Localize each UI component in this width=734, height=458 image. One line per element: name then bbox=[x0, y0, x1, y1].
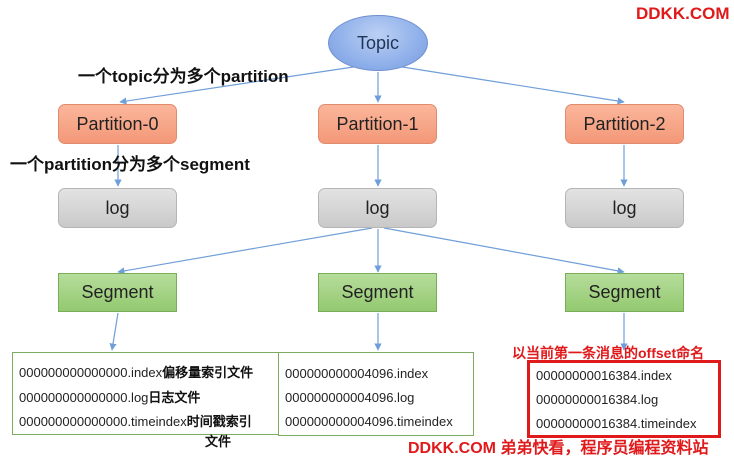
topic-label: Topic bbox=[356, 32, 400, 53]
log-1-label: log bbox=[365, 197, 390, 218]
file-row-timeindex: 00000000016384.timeindex bbox=[536, 416, 696, 431]
topic-node: Topic bbox=[328, 15, 428, 71]
edge-topic-partition-2 bbox=[395, 65, 625, 105]
log-0-label: log bbox=[105, 197, 130, 218]
log-2-label: log bbox=[612, 197, 637, 218]
partition-2-node: Partition-2 bbox=[565, 104, 684, 144]
segment-2-label: Segment bbox=[588, 282, 661, 302]
edge-log-segment-0 bbox=[117, 227, 373, 275]
offset-naming-note: 以当前第一条消息的offset命名 bbox=[512, 345, 705, 361]
file-row-log: 000000000004096.log bbox=[285, 390, 414, 405]
file-row-index: 000000000000000.index偏移量索引文件 bbox=[19, 362, 253, 381]
segment-2-node: Segment bbox=[565, 273, 684, 312]
partition-2-label: Partition-2 bbox=[583, 113, 666, 134]
log-1-node: log bbox=[318, 188, 437, 228]
file-row-index: 00000000016384.index bbox=[536, 368, 672, 383]
file-name: 00000000016384.timeindex bbox=[536, 416, 697, 431]
file-name: 000000000004096.log bbox=[285, 390, 415, 405]
file-row-index: 000000000004096.index bbox=[285, 366, 428, 381]
edge-topic-partition-0 bbox=[119, 65, 361, 105]
file-name: 000000000000000.timeindex bbox=[19, 414, 187, 429]
note-partition-segments: 一个partition分为多个segment bbox=[10, 155, 250, 174]
segment-1-label: Segment bbox=[341, 282, 414, 302]
file-row-timeindex: 000000000004096.timeindex bbox=[285, 414, 453, 429]
segment-1-files: 000000000004096.index 000000000004096.lo… bbox=[278, 352, 474, 436]
file-description: 时间戳索引 bbox=[186, 414, 252, 429]
log-0-node: log bbox=[58, 188, 177, 228]
file-name: 00000000016384.index bbox=[536, 368, 672, 383]
note-topic-partitions: 一个topic分为多个partition bbox=[78, 67, 289, 86]
edge-log-segment-2 bbox=[383, 227, 625, 275]
watermark-bottom: DDKK.COM 弟弟快看，程序员编程资料站 bbox=[408, 440, 709, 457]
partition-0-label: Partition-0 bbox=[76, 113, 159, 134]
file-name: 00000000016384.log bbox=[536, 392, 659, 407]
watermark-top: DDKK.COM bbox=[636, 4, 730, 23]
segment-2-files: 00000000016384.index 00000000016384.log … bbox=[527, 360, 721, 438]
file-row-log: 000000000000000.log日志文件 bbox=[19, 387, 200, 406]
segment-0-label: Segment bbox=[81, 282, 154, 302]
file-name: 000000000000000.log bbox=[19, 390, 149, 405]
file-description: 日志文件 bbox=[148, 390, 201, 405]
partition-1-node: Partition-1 bbox=[318, 104, 437, 144]
edge-segment-0-files bbox=[109, 312, 119, 351]
file-name: 000000000000000.index bbox=[19, 365, 163, 380]
file-row-timeindex: 000000000000000.timeindex时间戳索引 bbox=[19, 411, 252, 430]
timeindex-description-continued: 文件 bbox=[205, 434, 232, 449]
segment-1-node: Segment bbox=[318, 273, 437, 312]
segment-0-files: 000000000000000.index偏移量索引文件 00000000000… bbox=[12, 352, 286, 435]
file-name: 000000000004096.timeindex bbox=[285, 414, 453, 429]
file-name: 000000000004096.index bbox=[285, 366, 429, 381]
file-row-log: 00000000016384.log bbox=[536, 392, 658, 407]
partition-1-label: Partition-1 bbox=[336, 113, 419, 134]
log-2-node: log bbox=[565, 188, 684, 228]
segment-0-node: Segment bbox=[58, 273, 177, 312]
file-description: 偏移量索引文件 bbox=[162, 365, 254, 380]
partition-0-node: Partition-0 bbox=[58, 104, 177, 144]
